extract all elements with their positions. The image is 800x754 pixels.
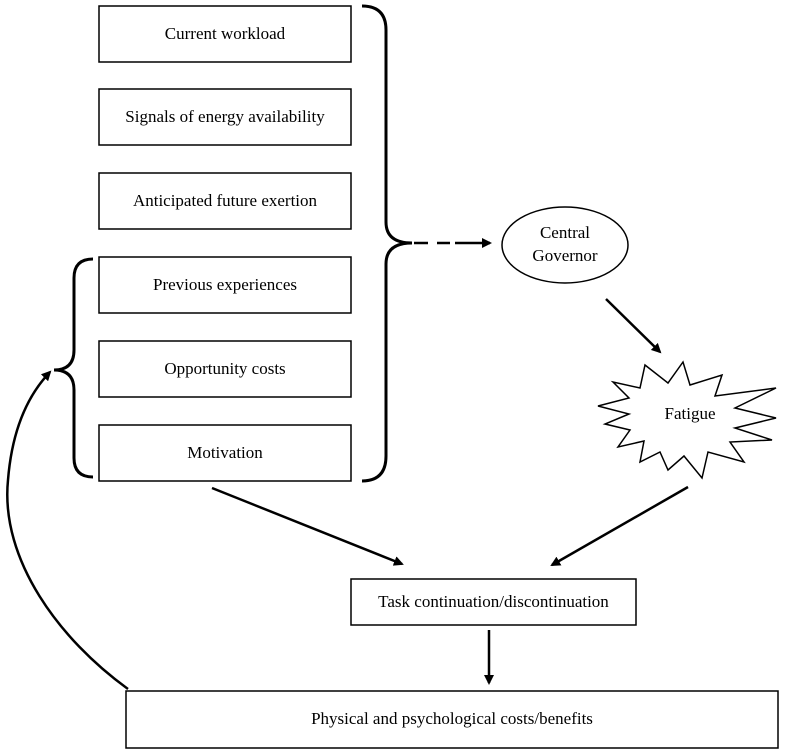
central-governor-label: Central Governor xyxy=(502,207,628,283)
arrow-factors-to-task xyxy=(211,486,404,566)
arrow-governor-to-fatigue xyxy=(605,298,662,354)
factor-box-opportunity-costs xyxy=(98,340,352,398)
fatigue-burst xyxy=(597,360,777,480)
factor-box-energy-signals xyxy=(98,88,352,146)
right-brace xyxy=(361,4,413,483)
central-governor-line2: Governor xyxy=(532,246,598,265)
outcome-box xyxy=(125,690,779,749)
factor-box-previous-experiences xyxy=(98,256,352,314)
feedback-arrow xyxy=(6,370,129,691)
central-governor-line1: Central xyxy=(539,223,591,243)
factor-label-opportunity-costs: Opportunity costs xyxy=(164,358,286,378)
factor-label-anticipated-exertion: Anticipated future exertion xyxy=(132,190,318,210)
factor-label-previous-experiences: Previous experiences xyxy=(153,274,297,294)
factor-label-motivation: Motivation xyxy=(187,442,263,462)
outcome-label: Physical and psychological costs/benefit… xyxy=(311,709,593,729)
task-label: Task continuation/discontinuation xyxy=(378,591,609,611)
factor-label-energy-signals: Signals of energy availability xyxy=(125,106,325,126)
arrow-fatigue-to-task xyxy=(550,485,689,567)
central-governor-ellipse xyxy=(501,206,629,284)
factor-box-motivation xyxy=(98,424,352,482)
factor-label-current-workload: Current workload xyxy=(164,23,286,43)
factor-box-current-workload xyxy=(98,5,352,63)
left-brace xyxy=(53,257,94,479)
factor-box-anticipated-exertion xyxy=(98,172,352,230)
task-box xyxy=(350,578,637,626)
fatigue-label: Fatigue xyxy=(664,403,716,423)
